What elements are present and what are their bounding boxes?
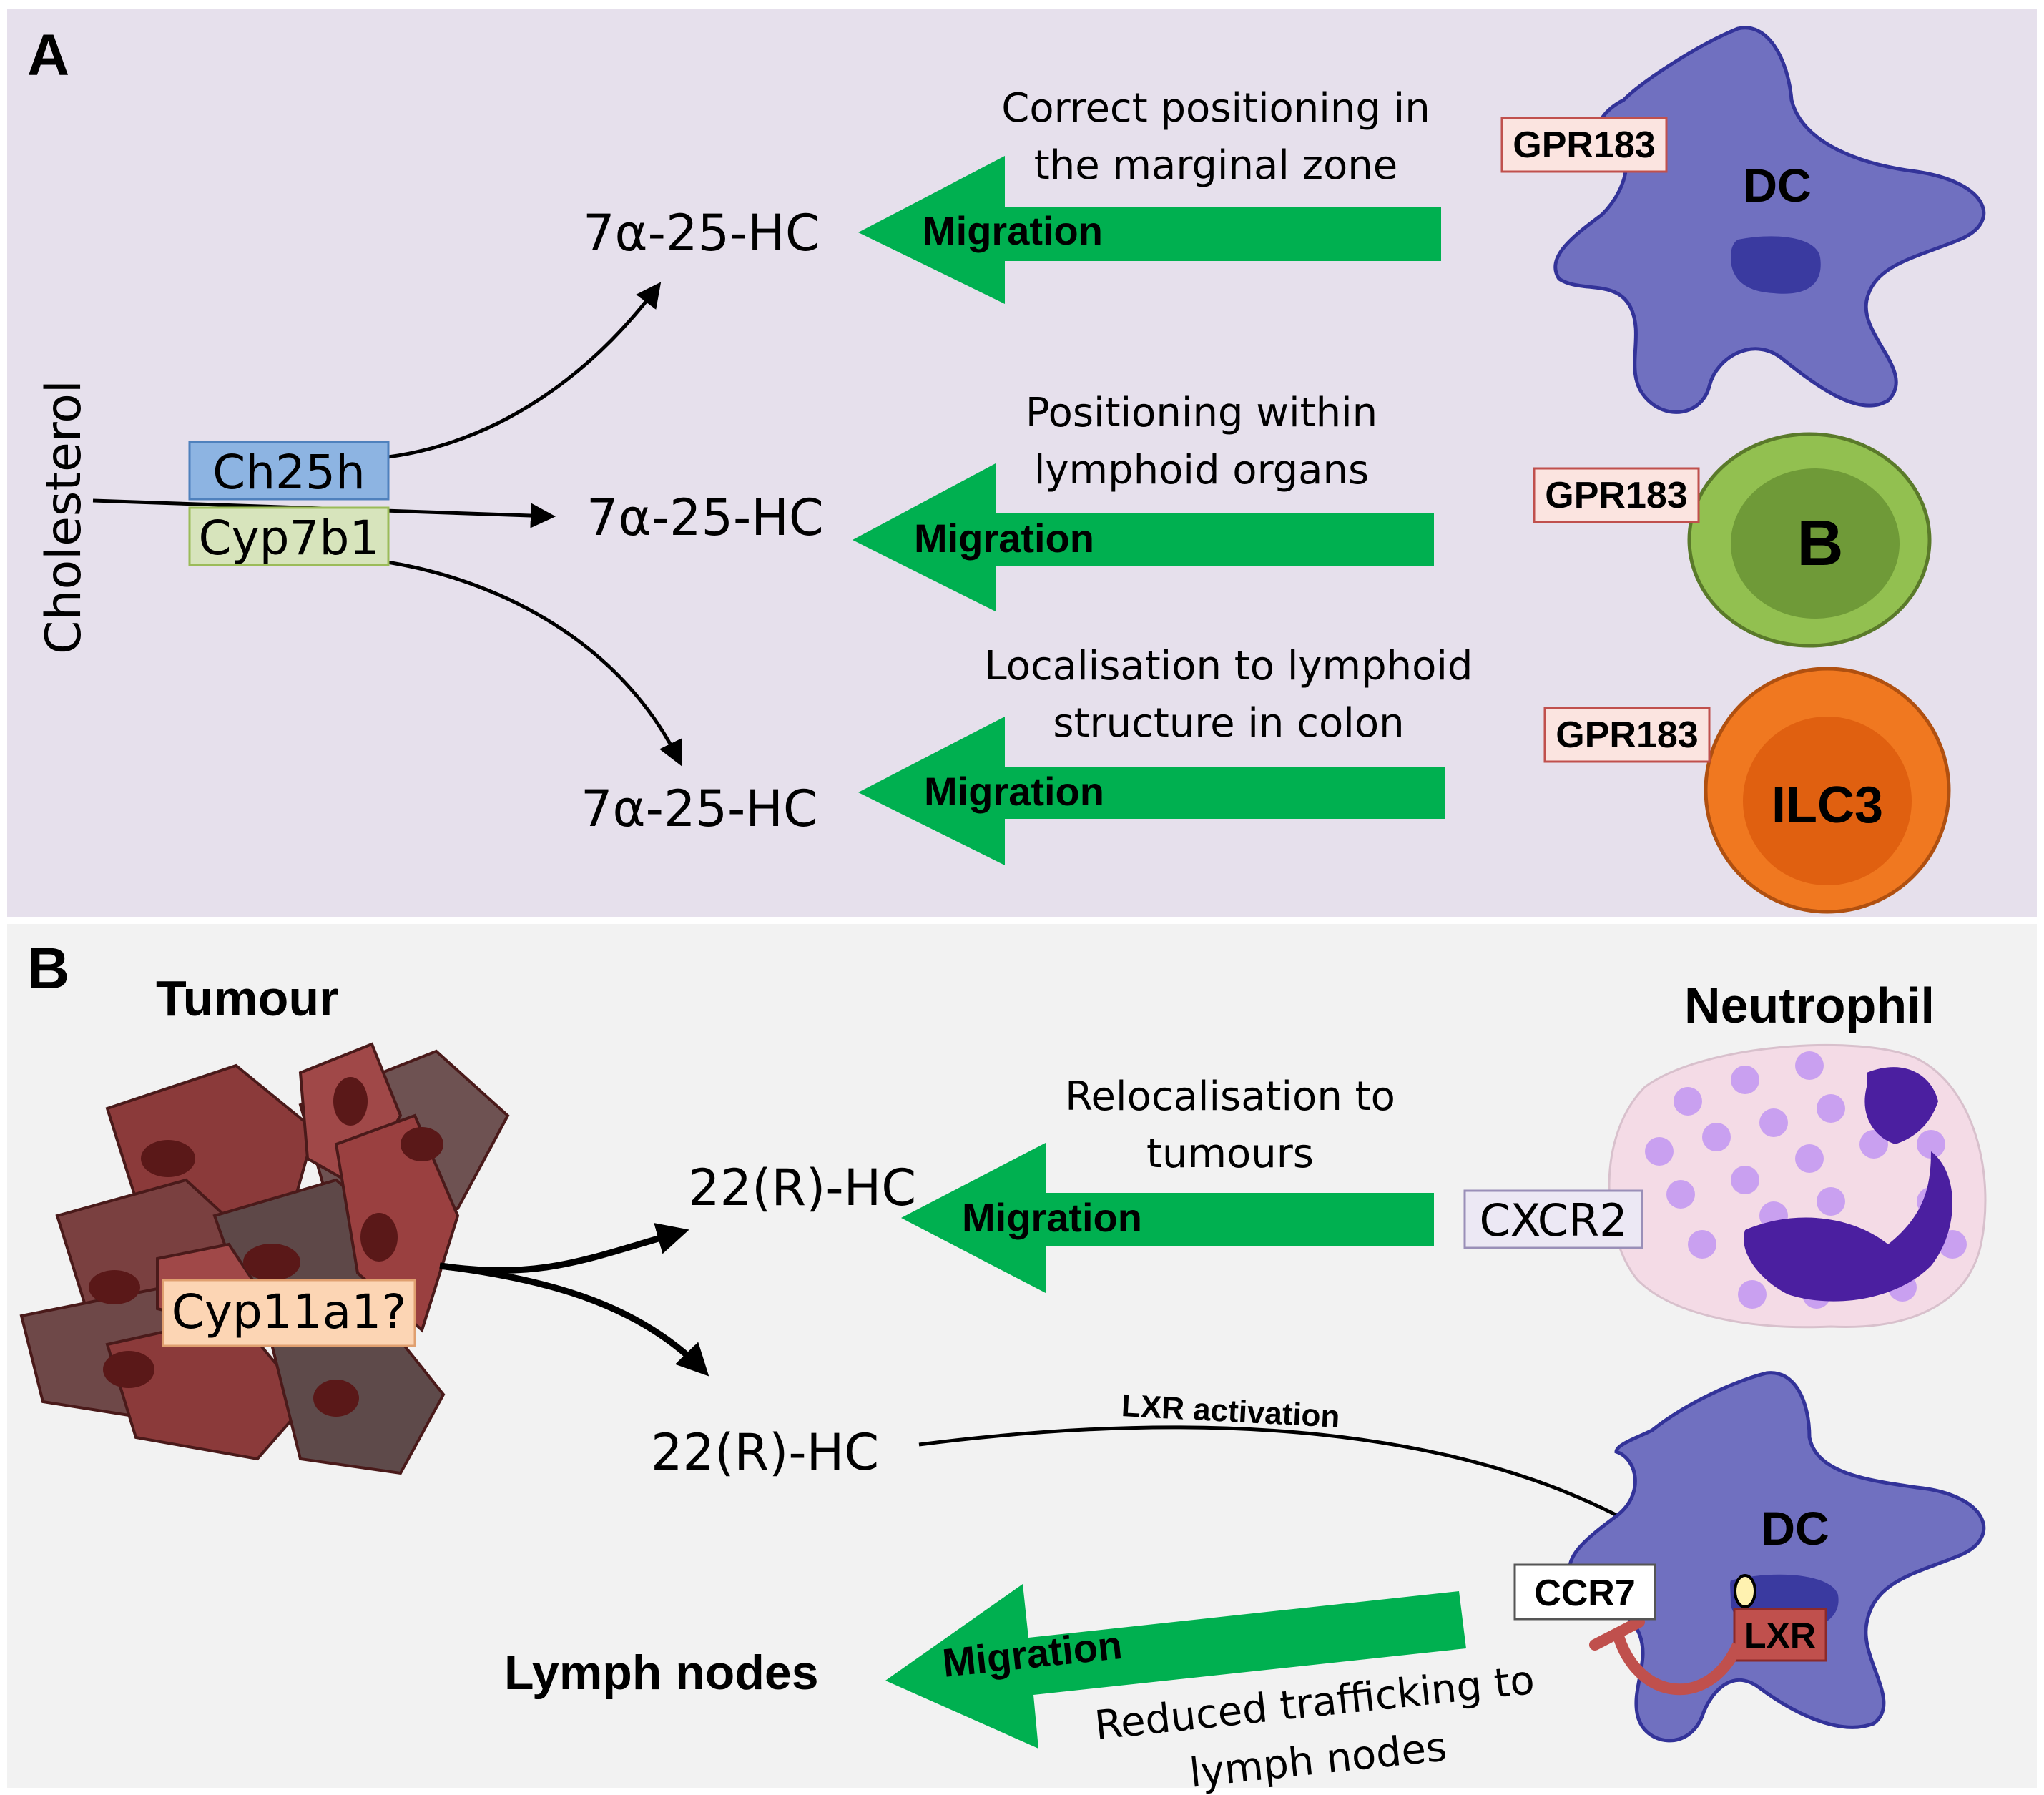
granule xyxy=(1731,1166,1759,1194)
dc-nucleus-a xyxy=(1731,236,1821,294)
granule xyxy=(1759,1108,1788,1137)
gpr183-label-dc: GPR183 xyxy=(1513,124,1655,166)
tumour-nucleus xyxy=(313,1380,359,1417)
panel-a-label: A xyxy=(27,23,69,88)
caption-dc-line1: Correct positioning in xyxy=(1001,85,1430,132)
caption-b-line2: lymphoid organs xyxy=(1034,447,1369,493)
lxr-box xyxy=(1733,1608,1827,1662)
ch25h-label: Ch25h xyxy=(212,445,365,500)
gpr183-box-dc xyxy=(1500,117,1668,173)
product-22rhc-bottom: 22(R)-HC xyxy=(651,1423,879,1482)
neutrophil-title: Neutrophil xyxy=(1684,978,1935,1033)
gpr183-label-ilc3: GPR183 xyxy=(1556,714,1698,756)
gpr183-label-b: GPR183 xyxy=(1545,475,1687,516)
caption-neutrophil-line2: tumours xyxy=(1146,1131,1314,1177)
tumour-nucleus xyxy=(243,1244,300,1281)
granule xyxy=(1731,1066,1759,1094)
migration-label-dc: Migration xyxy=(923,208,1103,253)
granule xyxy=(1666,1180,1695,1209)
granule xyxy=(1674,1087,1702,1116)
caption-dc-line2: the marginal zone xyxy=(1034,142,1397,189)
migration-arrow-ilc3 xyxy=(858,717,1445,865)
migration-arrow-b xyxy=(853,463,1434,611)
ilc3-nucleus xyxy=(1743,717,1912,885)
ccr7-label: CCR7 xyxy=(1534,1573,1636,1614)
lxr-label: LXR xyxy=(1744,1616,1816,1656)
granule xyxy=(1702,1123,1731,1151)
migration-label-neutrophil: Migration xyxy=(962,1195,1142,1240)
caption-neutrophil-line1: Relocalisation to xyxy=(1065,1073,1395,1120)
pathway-arrow-bottom xyxy=(382,559,682,767)
lxr-inhibition-bar xyxy=(1589,1616,1645,1651)
cyp11a1-label: Cyp11a1? xyxy=(172,1284,407,1339)
granule xyxy=(1817,1094,1845,1123)
granule xyxy=(1738,1280,1767,1309)
tumour-nucleus xyxy=(141,1140,195,1177)
migration-label-b: Migration xyxy=(914,516,1094,561)
migration-label-ilc3: Migration xyxy=(924,769,1104,814)
tumour-cell xyxy=(334,1113,460,1333)
granule xyxy=(1645,1137,1674,1166)
migration-arrow-dc xyxy=(858,156,1441,304)
migration-arrow-neutrophil xyxy=(901,1143,1434,1293)
caption-ilc3-line2: structure in colon xyxy=(1053,700,1404,747)
tumour-nuclei xyxy=(89,1077,443,1417)
cxcr2-box xyxy=(1463,1189,1643,1249)
tumour-nucleus xyxy=(103,1351,154,1388)
tumour-nucleus xyxy=(360,1213,398,1262)
product-22rhc-top: 22(R)-HC xyxy=(688,1159,916,1217)
cholesterol-label: Cholesterol xyxy=(36,380,92,654)
product-7a25hc-top: 7α-25-HC xyxy=(583,204,820,262)
panel-b-label: B xyxy=(27,936,69,1001)
tumour-nucleus xyxy=(401,1127,443,1161)
dc-label-a: DC xyxy=(1743,159,1811,212)
granule xyxy=(1688,1230,1716,1259)
product-7a25hc-middle: 7α-25-HC xyxy=(586,488,824,547)
tumour-title: Tumour xyxy=(156,970,338,1026)
ccr7-box xyxy=(1513,1563,1656,1621)
cxcr2-label: CXCR2 xyxy=(1479,1194,1627,1246)
cyp11a1-box xyxy=(162,1279,416,1347)
dc-label-b: DC xyxy=(1761,1502,1829,1555)
granule xyxy=(1917,1130,1945,1159)
granule xyxy=(1795,1144,1824,1173)
b-cell-label: B xyxy=(1797,508,1844,579)
tumour-nucleus xyxy=(333,1077,368,1126)
cyp7b1-box xyxy=(188,506,390,566)
product-7a25hc-bottom: 7α-25-HC xyxy=(581,780,818,838)
gpr183-box-ilc3 xyxy=(1543,707,1711,763)
ch25h-box xyxy=(188,441,390,501)
caption-b-line1: Positioning within xyxy=(1026,390,1377,436)
b-cell-nucleus xyxy=(1731,468,1900,619)
pathway-arrow-top xyxy=(382,282,662,460)
ilc3-label: ILC3 xyxy=(1772,777,1883,834)
branch-arrow-down xyxy=(439,1262,709,1377)
neutrophil-nucleus-lower xyxy=(1744,1151,1952,1302)
tumour-nucleus xyxy=(89,1270,140,1304)
cyp7b1-label: Cyp7b1 xyxy=(199,511,380,566)
granule xyxy=(1817,1187,1845,1216)
lymph-nodes-label: Lymph nodes xyxy=(504,1646,819,1700)
migration-arrow-lymph xyxy=(885,1584,1466,1749)
lxr-activation-arrow xyxy=(918,1425,1721,1584)
granule xyxy=(1795,1051,1824,1080)
lxr-ligand-oval xyxy=(1734,1574,1756,1608)
granule xyxy=(1859,1130,1888,1159)
caption-ilc3-line1: Localisation to lymphoid xyxy=(985,643,1473,689)
gpr183-box-b xyxy=(1533,467,1700,523)
lxr-inhibition-arc xyxy=(1612,1632,1744,1696)
neutrophil-nucleus-upper xyxy=(1864,1067,1938,1144)
